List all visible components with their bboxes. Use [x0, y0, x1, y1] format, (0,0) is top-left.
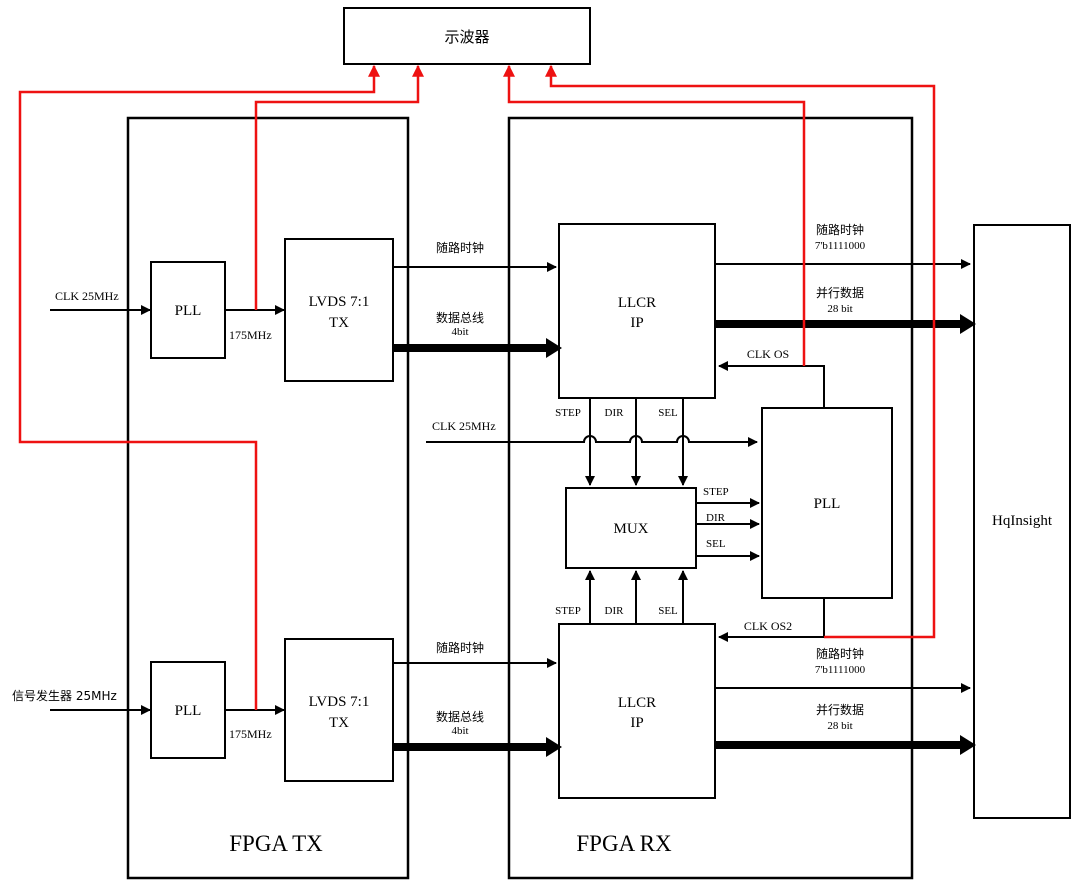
- llcr-ip-top-block: [558, 223, 716, 399]
- fwd-clock-bottom-label: 随路时钟: [436, 640, 484, 655]
- fpga-rx-frame: [507, 116, 914, 880]
- oscilloscope-label: 示波器: [444, 28, 489, 46]
- step-top-label: STEP: [555, 407, 581, 419]
- pll-out-bottom-label: 175MHz: [229, 727, 272, 741]
- step-bottom-label: STEP: [555, 605, 581, 617]
- mux-sel-label: SEL: [706, 538, 726, 550]
- clk-os-arrow: [718, 361, 825, 408]
- fwd-clock-top-label: 随路时钟: [436, 240, 484, 255]
- tx-pll-bottom-block: [150, 661, 226, 759]
- lvds-tx-top-label-1: LVDS 7:1: [309, 294, 370, 310]
- lvds-tx-bottom-block: [284, 638, 394, 782]
- lvds-tx-bottom-label-2: TX: [329, 715, 349, 731]
- mux-label: MUX: [613, 521, 648, 537]
- parallel-data-top-arrowhead: [960, 314, 976, 334]
- clk-os2-label: CLK OS2: [744, 619, 792, 633]
- data-bus-top-width: 4bit: [451, 326, 468, 338]
- tx-pll-top-label: PLL: [175, 303, 202, 319]
- rx-clk-input-label: CLK 25MHz: [432, 419, 496, 433]
- mux-dir-label: DIR: [706, 512, 726, 524]
- rx-pll-block: [761, 407, 893, 599]
- sel-bottom-label: SEL: [658, 605, 678, 617]
- hqinsight-label: HqInsight: [992, 513, 1053, 529]
- fpga-tx-label: FPGA TX: [229, 831, 323, 856]
- mux-block: [565, 487, 697, 569]
- data-bus-bottom-arrowhead: [546, 737, 562, 757]
- llcr-ip-bottom-block: [558, 623, 716, 799]
- llcr-ip-top-label-2: IP: [630, 315, 643, 331]
- parallel-data-top-label: 并行数据: [816, 285, 864, 300]
- rx-clk-input-arrow: [426, 435, 758, 447]
- probe-wire-tx-top-clock: [254, 64, 424, 310]
- out-clock-bottom-value: 7'b1111000: [815, 664, 866, 676]
- out-clock-bottom-label: 随路时钟: [816, 646, 864, 661]
- out-clock-top-value: 7'b1111000: [815, 240, 866, 252]
- parallel-data-bottom-width: 28 bit: [827, 720, 852, 732]
- out-clock-top-label: 随路时钟: [816, 222, 864, 237]
- probe-wire-rx-clk-os: [503, 64, 806, 366]
- pll-out-top-label: 175MHz: [229, 328, 272, 342]
- probe-wire-tx-bottom-clock: [18, 64, 380, 710]
- tx-pll-bottom-label: PLL: [175, 703, 202, 719]
- llcr-ip-top-label-1: LLCR: [618, 295, 656, 311]
- data-bus-bottom-label: 数据总线: [436, 709, 484, 724]
- mux-step-label: STEP: [703, 486, 729, 498]
- lvds-tx-top-label-2: TX: [329, 315, 349, 331]
- clk-input-bottom-label: 信号发生器 25MHz: [12, 688, 117, 703]
- parallel-data-top-width: 28 bit: [827, 303, 852, 315]
- tx-pll-top-block: [150, 261, 226, 359]
- data-bus-top-label: 数据总线: [436, 310, 484, 325]
- dir-bottom-label: DIR: [605, 605, 625, 617]
- parallel-data-bottom-arrowhead: [960, 735, 976, 755]
- probe-wire-rx-clk-os2: [545, 64, 936, 639]
- fpga-rx-label: FPGA RX: [576, 831, 672, 856]
- llcr-ip-bottom-label-2: IP: [630, 715, 643, 731]
- dir-top-label: DIR: [605, 407, 625, 419]
- fpga-tx-frame: [126, 116, 410, 880]
- data-bus-bottom-width: 4bit: [451, 725, 468, 737]
- clk-os-label: CLK OS: [747, 347, 789, 361]
- oscilloscope-block: [343, 7, 591, 65]
- data-bus-top-arrowhead: [546, 338, 562, 358]
- llcr-ip-bottom-label-1: LLCR: [618, 695, 656, 711]
- lvds-tx-bottom-label-1: LVDS 7:1: [309, 694, 370, 710]
- rx-pll-label: PLL: [814, 496, 841, 512]
- sel-top-label: SEL: [658, 407, 678, 419]
- hqinsight-block: [973, 224, 1071, 819]
- clk-input-top-label: CLK 25MHz: [55, 289, 119, 303]
- lvds-tx-top-block: [284, 238, 394, 382]
- parallel-data-bottom-label: 并行数据: [816, 702, 864, 717]
